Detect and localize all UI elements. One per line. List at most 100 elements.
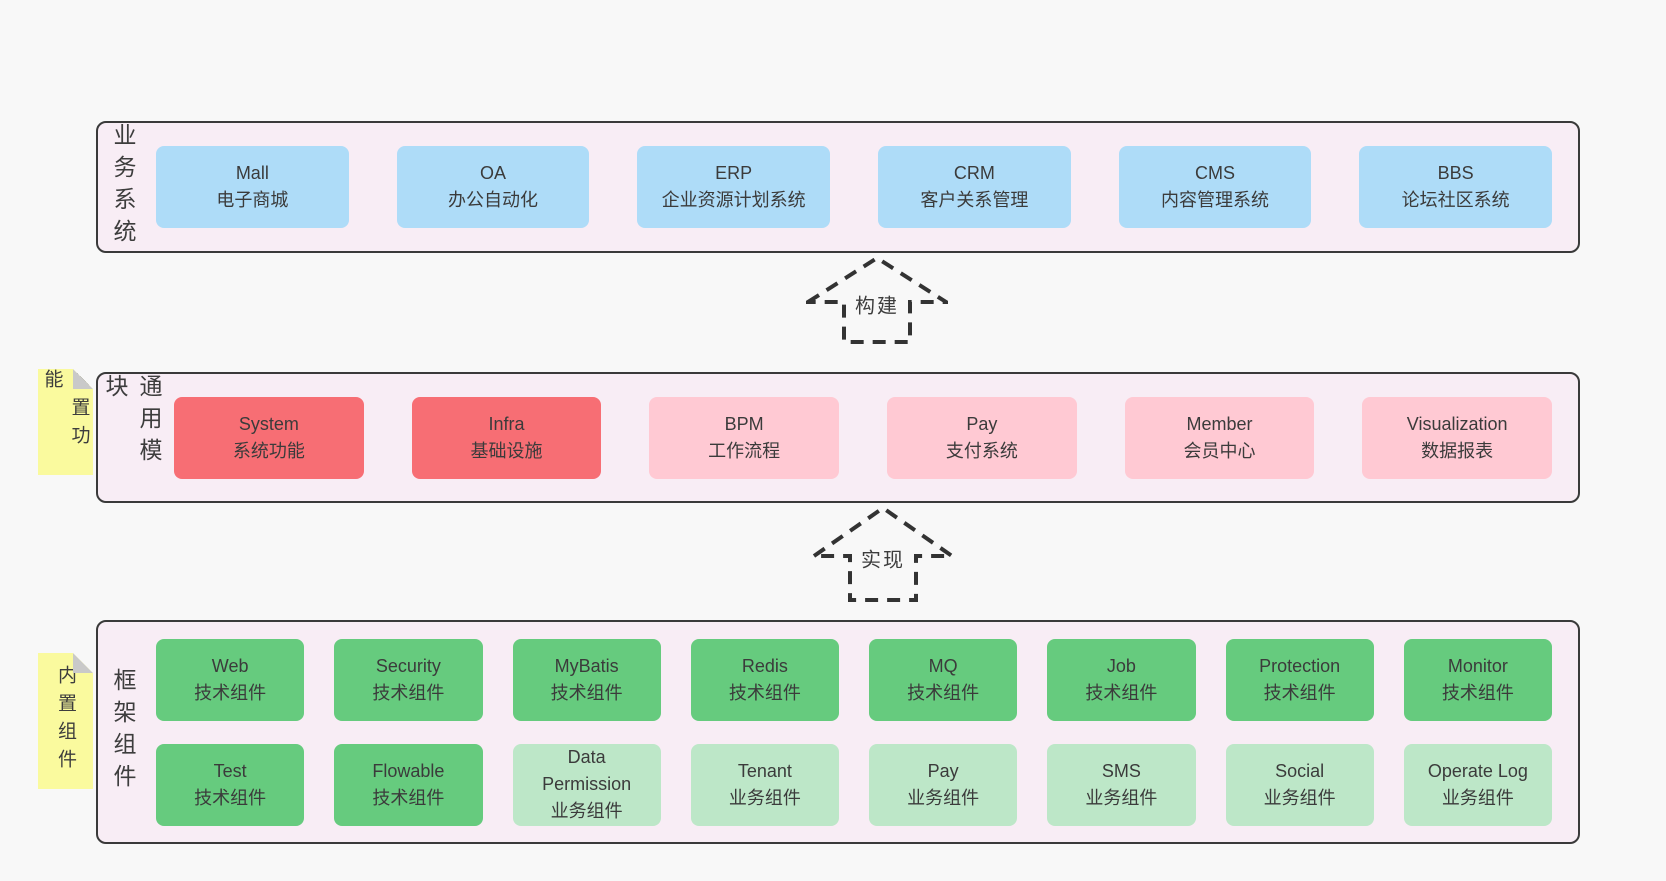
module-box-name: Job [1106,655,1136,676]
module-box: Member 会员中心 [1124,396,1315,479]
module-box-caption: 基础设施 [470,440,543,461]
framework-box-list: Web 技术组件 Security 技术组件 MyBatis 技术组件 Redi… [148,622,1578,842]
module-box-caption: 业务组件 [1441,787,1514,808]
folded-corner-icon [73,369,93,389]
sticky-note-builtin-features: 内置功能 [38,369,93,475]
module-box: Protection 技术组件 [1225,638,1374,721]
modules-box-list: System 系统功能 Infra 基础设施 BPM 工作流程 Pay 支付系统 [166,374,1578,501]
sticky-note-text: 内置组件 [55,665,76,777]
module-box: Pay 业务组件 [869,743,1018,826]
module-box-name: BBS [1437,163,1474,183]
module-box: SMS 业务组件 [1047,743,1196,826]
sticky-note-text: 内置功能 [41,369,90,453]
module-box: Social 业务组件 [1225,743,1374,826]
module-box-caption: 系统功能 [232,440,305,461]
module-box: Flowable 技术组件 [334,743,483,826]
section-business-systems: 业务系统 Mall 电子商城 OA 办公自动化 ERP 企业资源计划系统 [96,121,1580,253]
module-box-caption: 技术组件 [1441,682,1514,703]
module-box-caption: 技术组件 [372,787,445,808]
module-box-caption: 业务组件 [1263,787,1336,808]
section-business-label: 业务系统 [110,123,136,251]
business-box-list: Mall 电子商城 OA 办公自动化 ERP 企业资源计划系统 CRM 客户关系… [148,123,1578,251]
module-box: Job 技术组件 [1047,638,1196,721]
sticky-note-builtin-components: 内置组件 [38,653,93,789]
module-box: OA 办公自动化 [396,146,590,228]
module-box-caption: 技术组件 [1263,682,1336,703]
module-box: Visualization 数据报表 [1362,396,1552,479]
module-box: MyBatis 技术组件 [512,638,661,721]
module-box: MQ 技术组件 [869,638,1018,721]
module-box: Security 技术组件 [334,638,483,721]
module-box: Monitor 技术组件 [1403,638,1552,721]
module-box-name: Infra [488,413,525,434]
module-box-caption: 业务组件 [728,787,801,808]
module-box-name: OA [479,163,506,183]
module-box-caption: 业务组件 [907,787,980,808]
module-box-name: Test [213,760,247,781]
module-box: CMS 内容管理系统 [1118,146,1312,228]
arrow-build: 构建 [806,256,948,344]
module-box-caption: 工作流程 [708,440,781,461]
module-box: Web 技术组件 [156,638,305,721]
module-box-name: ERP [715,163,753,183]
module-box: System 系统功能 [174,396,364,479]
module-box: ERP 企业资源计划系统 [637,146,830,228]
module-box-name: Pay [966,413,998,434]
module-box-caption: 论坛社区系统 [1401,190,1510,210]
module-box-name: Visualization [1406,413,1508,434]
module-box-name: Flowable [372,760,445,781]
module-box: Pay 支付系统 [887,396,1077,479]
module-box-caption: 技术组件 [728,682,801,703]
module-box-name: Data Permission [542,747,632,794]
arrow-build-label: 构建 [852,288,902,320]
module-box-caption: 技术组件 [907,682,980,703]
module-box-name: CMS [1194,163,1235,183]
module-box-caption: 数据报表 [1421,440,1494,461]
arrow-up-icon [806,256,948,344]
arrow-up-icon [812,506,954,602]
module-box-name: Security [375,655,441,676]
module-box: CRM 客户关系管理 [878,146,1071,228]
module-box-caption: 会员中心 [1183,440,1256,461]
module-box-name: Mall [235,163,269,183]
module-box-caption: 技术组件 [1085,682,1158,703]
section-framework-label: 框架组件 [110,668,136,796]
module-box: Infra 基础设施 [411,396,602,479]
module-box: Mall 电子商城 [156,146,349,228]
module-box-name: Tenant [737,760,792,781]
module-box-caption: 电子商城 [216,190,289,210]
module-box-name: Operate Log [1427,760,1528,781]
module-box: Redis 技术组件 [690,638,839,721]
section-framework-components: 框架组件 Web 技术组件 Security 技术组件 MyBatis 技术组件 [96,620,1580,844]
module-box: BPM 工作流程 [649,396,839,479]
module-box-caption: 办公自动化 [447,190,538,210]
module-box: Tenant 业务组件 [690,743,839,826]
module-box-caption: 技术组件 [550,682,623,703]
module-box-caption: 内容管理系统 [1160,190,1269,210]
module-box-name: Web [211,655,249,676]
module-box-caption: 支付系统 [945,440,1018,461]
module-box-name: Protection [1259,655,1341,676]
arrow-implement: 实现 [812,506,954,602]
module-box-name: MQ [928,655,958,676]
module-box-caption: 技术组件 [194,682,267,703]
module-box-name: Member [1186,413,1253,434]
module-box-name: SMS [1101,760,1141,781]
module-box-name: System [238,413,299,434]
module-box-name: CRM [953,163,995,183]
module-box-caption: 技术组件 [372,682,445,703]
module-box: Operate Log 业务组件 [1403,743,1552,826]
module-box-name: Pay [927,760,959,781]
module-box-caption: 技术组件 [194,787,267,808]
module-box-caption: 业务组件 [1085,787,1158,808]
section-modules-label: 通用模块 [102,374,162,470]
module-box-caption: 企业资源计划系统 [661,190,806,210]
module-box-name: MyBatis [554,655,619,676]
module-box-name: BPM [724,413,764,434]
module-box: BBS 论坛社区系统 [1359,146,1552,228]
module-box-name: Monitor [1447,655,1508,676]
module-box-name: Redis [741,655,788,676]
folded-corner-icon [73,653,93,673]
module-box-name: Social [1275,760,1325,781]
